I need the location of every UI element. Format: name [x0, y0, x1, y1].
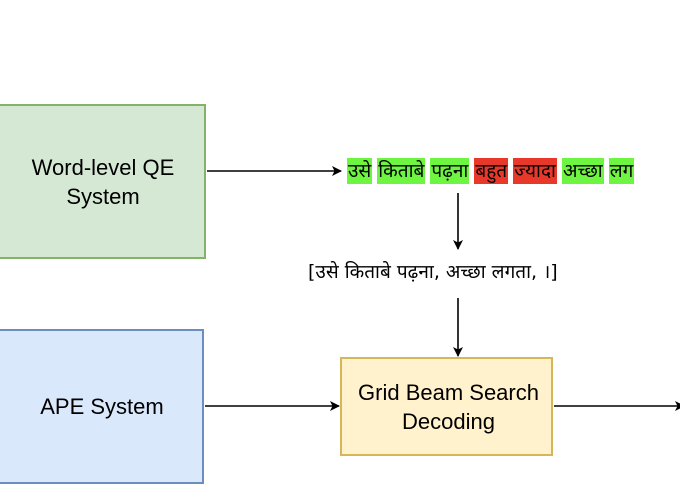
- ape-system-node: APE System: [0, 329, 204, 484]
- token-bad: बहुत: [474, 158, 509, 184]
- constraint-list: [उसे किताबे पढ़ना, अच्छा लगता, ।]: [308, 261, 558, 283]
- grid-beam-search-label: Grid Beam Search Decoding: [358, 379, 539, 434]
- token-ok: किताबे: [377, 158, 426, 184]
- word-level-qe-system-node: Word-level QE System: [0, 104, 206, 259]
- token-ok: लग: [608, 158, 635, 184]
- token-ok: उसे: [347, 158, 373, 184]
- qe-system-label: Word-level QE System: [31, 154, 175, 209]
- grid-beam-search-decoding-node: Grid Beam Search Decoding: [340, 357, 553, 456]
- token-ok: अच्छा: [561, 158, 604, 184]
- token-bad: ज्यादा: [513, 158, 557, 184]
- token-ok: पढ़ना: [430, 158, 470, 184]
- ape-system-label: APE System: [40, 394, 164, 419]
